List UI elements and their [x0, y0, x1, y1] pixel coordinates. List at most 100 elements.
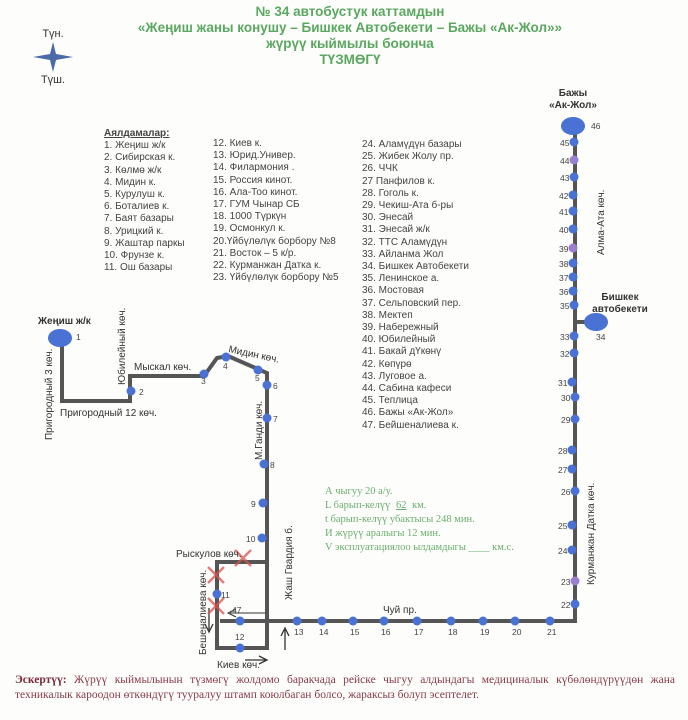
bus-station-label-2: автобекети — [592, 303, 648, 315]
stop-list-item: 29. Чекиш-Ата б-ры — [362, 200, 454, 212]
param-speed: V эксплуатациялоо ылдамдыгы ____ км.с. — [325, 542, 514, 553]
param-length-value: 62 — [395, 500, 407, 511]
stop-marker — [317, 616, 327, 626]
stop-number-label: 32 — [560, 349, 570, 359]
street-label-kurmanzhan: Курманжан Датка көч. — [586, 483, 597, 585]
stop-list-item: 33. Айланма Жол — [362, 248, 444, 260]
direction-arrow-icon — [226, 608, 265, 618]
stop-list-item: 3. Көлмө ж/к — [104, 164, 162, 176]
stops-list-col-2: 12. Киев к.13. Юрид.Универ.14. Филармони… — [213, 138, 339, 284]
stop-number-label: 7 — [273, 414, 278, 424]
stop-list-item: 11. Ош базары — [104, 262, 173, 274]
stop-number-label: 28 — [558, 446, 568, 456]
stop-list-item: 26. ЧЧК — [362, 163, 398, 175]
stops-heading: Аялдамалар: — [104, 128, 170, 139]
terminal-stop-marker — [561, 117, 585, 135]
stop-number-label: 12 — [235, 632, 245, 642]
stop-number-label: 15 — [350, 627, 360, 637]
stop-list-item: 18. 1000 Түркүн — [213, 211, 287, 223]
direction-arrow-icon — [280, 626, 290, 650]
stop-marker — [567, 377, 577, 387]
stop-marker — [446, 616, 456, 626]
stop-list-item: 34. Бишкек Автобекети — [362, 261, 469, 273]
compass-star-icon — [33, 42, 73, 72]
stop-marker — [568, 206, 578, 216]
stop-number-label: 9 — [251, 499, 256, 509]
stop-number-label: 3 — [201, 376, 206, 386]
stop-list-item: 31. Энесай ж/к — [362, 224, 430, 236]
stop-marker — [567, 464, 577, 474]
stop-marker — [412, 616, 422, 626]
stop-number-label: 33 — [560, 332, 570, 342]
footnote-label: Эскертүү: — [15, 674, 67, 686]
stop-number-label: 6 — [273, 381, 278, 391]
stop-marker — [569, 300, 579, 310]
stop-list-item: 8. Урицкий к. — [104, 225, 164, 237]
stop-marker — [126, 386, 136, 396]
street-label-yubileyny: Юбилейный көч. — [116, 308, 128, 385]
street-label-chuy: Чуй пр. — [383, 605, 417, 616]
stop-number-label: 2 — [139, 387, 144, 397]
stop-marker — [570, 576, 580, 586]
stop-number-label: 14 — [319, 627, 329, 637]
stop-number-label: 21 — [547, 627, 557, 637]
stop-number-label: 46 — [591, 121, 601, 131]
stop-list-item: 41. Бакай дҮкөнү — [362, 346, 442, 358]
stop-number-label: 25 — [558, 521, 568, 531]
title-line-3: жүрүү кыймылы боюнча — [266, 36, 434, 51]
stop-list-item: 20.Үйбүлөлүк борбору №8 — [213, 235, 336, 247]
stop-list-item: 28. Гоголь к. — [362, 187, 419, 199]
stop-number-label: 36 — [559, 287, 569, 297]
stop-number-label: 27 — [558, 465, 568, 475]
stop-list-item: 10. Фрунзе к. — [104, 250, 165, 262]
param-departures: А чыгуу 20 а/у. — [325, 486, 393, 497]
route-parameters: А чыгуу 20 а/у. L барып-келүү 62 км. t б… — [325, 485, 514, 555]
stop-list-item: 44. Сабина кафеси — [362, 383, 452, 395]
stop-marker — [570, 392, 580, 402]
stop-list-item: 15. Россия кинот. — [213, 174, 293, 186]
stop-marker — [569, 331, 579, 341]
stop-marker — [569, 137, 579, 147]
stop-marker — [262, 380, 272, 390]
stop-number-label: 18 — [448, 627, 458, 637]
stop-list-item: 7. Баят базары — [104, 213, 174, 225]
stop-list-item: 21. Восток – 5 к/р. — [213, 247, 297, 259]
street-label-kiev: Киев көч. — [217, 660, 260, 671]
stop-list-item: 5. Курулуш к. — [104, 189, 165, 201]
stop-marker — [257, 533, 267, 543]
street-label-beshenalieva: Бешеналиева көч. — [198, 570, 209, 655]
stop-list-item: 46. Бажы «Ак-Жол» — [362, 407, 454, 419]
stop-marker — [235, 616, 245, 626]
terminal-stop-marker — [48, 329, 72, 347]
street-label-ryskulov: Рыскулов көч. — [176, 549, 242, 560]
title-line-2: «Жеңиш жаны конушу – Бишкек Автобекети –… — [137, 20, 563, 35]
footnote: Эскертүү: Жүрүү кыймылынын түзмөгү жолдо… — [15, 673, 675, 703]
stop-list-item: 30. Энесай — [362, 212, 414, 224]
stop-number-label: 31 — [558, 378, 568, 388]
stop-number-label: 45 — [560, 138, 570, 148]
stop-number-label: 30 — [561, 393, 571, 403]
stop-number-label: 41 — [559, 207, 569, 217]
stop-number-label: 24 — [558, 546, 568, 556]
stop-list-item: 4. Мидин к. — [104, 176, 156, 188]
stop-marker — [568, 224, 578, 234]
compass-north-label: Түн. — [42, 28, 64, 40]
street-label-prigorodny-12: Пригородный 12 көч. — [60, 408, 157, 419]
stop-marker — [235, 643, 245, 653]
stop-marker — [258, 498, 268, 508]
stop-number-label: 37 — [559, 273, 569, 283]
param-time: t барып-келүү убактысы 248 мин. — [325, 514, 475, 525]
terminal-label-end-line-2: «Ак-Жол» — [549, 100, 597, 111]
stop-marker — [262, 413, 272, 423]
stop-marker — [348, 616, 358, 626]
stop-list-item: 35. Ленинское а. — [362, 273, 440, 285]
param-length: L барып-келүү 62 км. — [325, 500, 427, 511]
stop-list-item: 12. Киев к. — [213, 138, 262, 149]
terminal-label-start: Жеңиш ж/к — [37, 316, 92, 327]
stop-number-label: 16 — [381, 627, 391, 637]
stop-list-item: 2. Сибирская к. — [104, 152, 176, 164]
compass-south-label: Түш. — [40, 74, 66, 86]
stop-marker — [569, 155, 579, 165]
stop-number-label: 35 — [560, 301, 570, 311]
stop-marker — [567, 520, 577, 530]
